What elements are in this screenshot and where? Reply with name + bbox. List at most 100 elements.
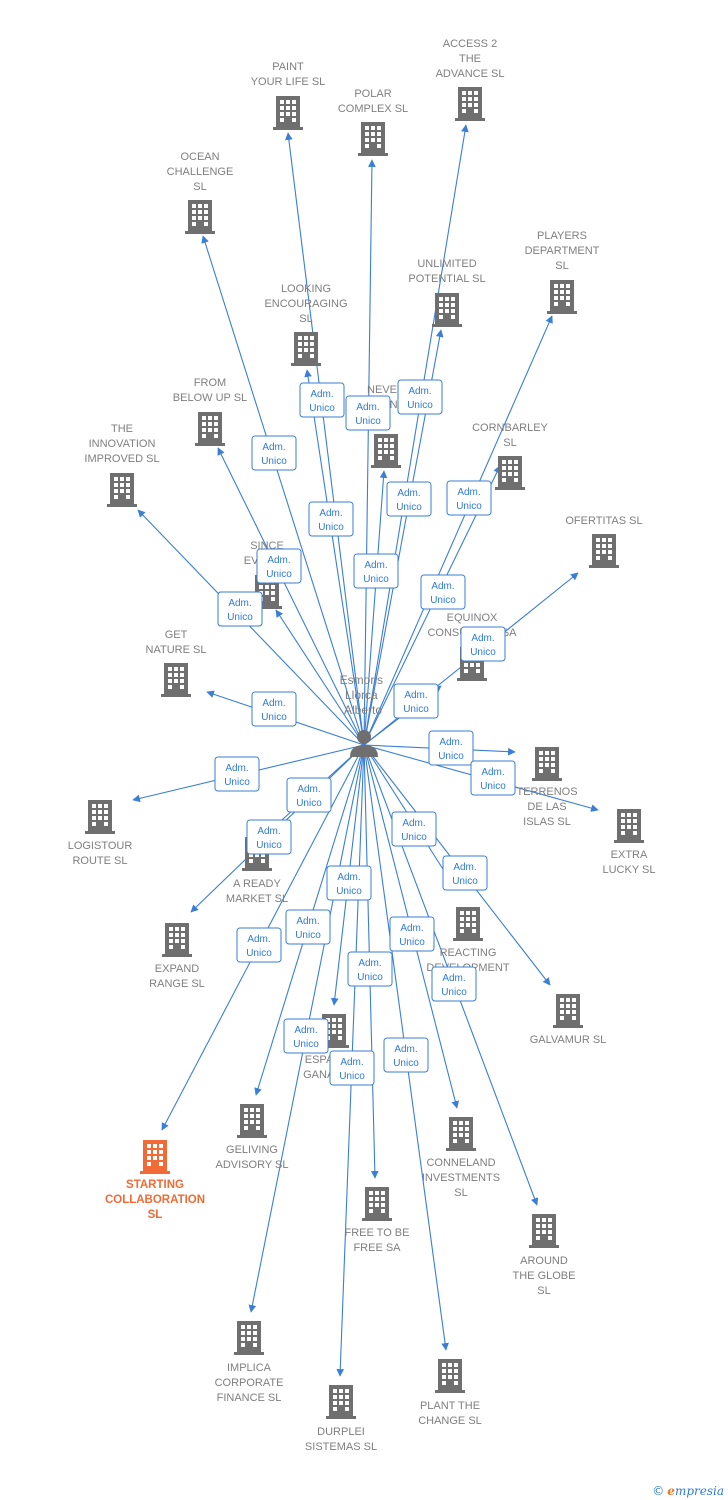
- company-name: OFERTITAS SL: [565, 515, 642, 527]
- role-label-geliving[interactable]: Adm.Unico: [285, 909, 331, 945]
- role-label-logistour[interactable]: Adm.Unico: [214, 756, 260, 792]
- role-label-reacting[interactable]: Adm.Unico: [391, 811, 437, 847]
- role-label-terrenos[interactable]: Adm.Unico: [428, 730, 474, 766]
- role-label-access2[interactable]: Adm.Unico: [397, 379, 443, 415]
- role-label-aready[interactable]: Adm.Unico: [286, 777, 332, 813]
- edge-frombelow: [217, 447, 365, 746]
- role-label-box: [347, 951, 393, 987]
- building-icon: [185, 200, 215, 234]
- role-label-text: Adm.Unico: [339, 1057, 365, 1082]
- person-name: Esmoris Llorca Alberto: [340, 673, 387, 717]
- edge-players: [363, 315, 553, 746]
- building-icon: [547, 280, 577, 314]
- role-label-polar[interactable]: Adm.Unico: [345, 395, 391, 431]
- role-label-cornbarley[interactable]: Adm.Unico: [420, 574, 466, 610]
- role-label-innovation[interactable]: Adm.Unico: [217, 591, 263, 627]
- building-icon: [529, 1214, 559, 1248]
- role-label-galvamur[interactable]: Adm.Unico: [442, 855, 488, 891]
- building-icon: [195, 412, 225, 446]
- role-label-players[interactable]: Adm.Unico: [446, 480, 492, 516]
- role-label-box: [391, 811, 437, 847]
- role-label-ocean[interactable]: Adm.Unico: [251, 435, 297, 471]
- building-icon: [234, 1321, 264, 1355]
- role-label-durplei[interactable]: Adm.Unico: [329, 1050, 375, 1086]
- company-name: GALVAMUR SL: [530, 1034, 607, 1046]
- role-label-starting[interactable]: Adm.Unico: [236, 927, 282, 963]
- role-label-looking[interactable]: Adm.Unico: [308, 501, 354, 537]
- person-node[interactable]: Esmoris Llorca Alberto: [340, 673, 387, 757]
- edge-since: [275, 609, 365, 746]
- role-label-expand[interactable]: Adm.Unico: [246, 819, 292, 855]
- role-label-paint[interactable]: Adm.Unico: [299, 382, 345, 418]
- role-label-extralucky[interactable]: Adm.Unico: [470, 760, 516, 796]
- role-label-around[interactable]: Adm.Unico: [431, 966, 477, 1002]
- role-label-freetobe[interactable]: Adm.Unico: [347, 951, 393, 987]
- role-label-implica[interactable]: Adm.Unico: [283, 1018, 329, 1054]
- building-icon: [532, 747, 562, 781]
- role-label-plant[interactable]: Adm.Unico: [383, 1037, 429, 1073]
- company-node-ofertitas[interactable]: OFERTITAS SL: [565, 515, 643, 568]
- role-label-since[interactable]: Adm.Unico: [256, 548, 302, 584]
- role-label-espanol[interactable]: Adm.Unico: [326, 865, 372, 901]
- role-label-equinox[interactable]: Adm.Unico: [393, 683, 439, 719]
- role-label-box: [299, 382, 345, 418]
- role-label-conneland[interactable]: Adm.Unico: [389, 916, 435, 952]
- role-label-box: [420, 574, 466, 610]
- role-label-text: Adm.Unico: [430, 581, 456, 606]
- role-label-unlimited[interactable]: Adm.Unico: [386, 481, 432, 517]
- building-icon: [291, 332, 321, 366]
- building-icon: [453, 907, 483, 941]
- role-label-text: Adm.Unico: [403, 690, 429, 715]
- building-icon: [162, 923, 192, 957]
- edge-innovation: [137, 509, 365, 746]
- role-label-box: [246, 819, 292, 855]
- role-label-getnature[interactable]: Adm.Unico: [251, 691, 297, 727]
- role-label-box: [285, 909, 331, 945]
- role-label-text: Adm.Unico: [227, 598, 253, 623]
- role-label-never[interactable]: Adm.Unico: [353, 553, 399, 589]
- role-label-box: [217, 591, 263, 627]
- role-label-text: Adm.Unico: [224, 763, 250, 788]
- company-node-galvamur[interactable]: GALVAMUR SL: [530, 994, 607, 1046]
- edge-looking: [304, 369, 365, 746]
- role-label-text: Adm.Unico: [441, 973, 467, 998]
- role-label-box: [393, 683, 439, 719]
- role-label-ofertitas[interactable]: Adm.Unico: [460, 626, 506, 662]
- role-label-box: [329, 1050, 375, 1086]
- role-label-text: Adm.Unico: [336, 872, 362, 897]
